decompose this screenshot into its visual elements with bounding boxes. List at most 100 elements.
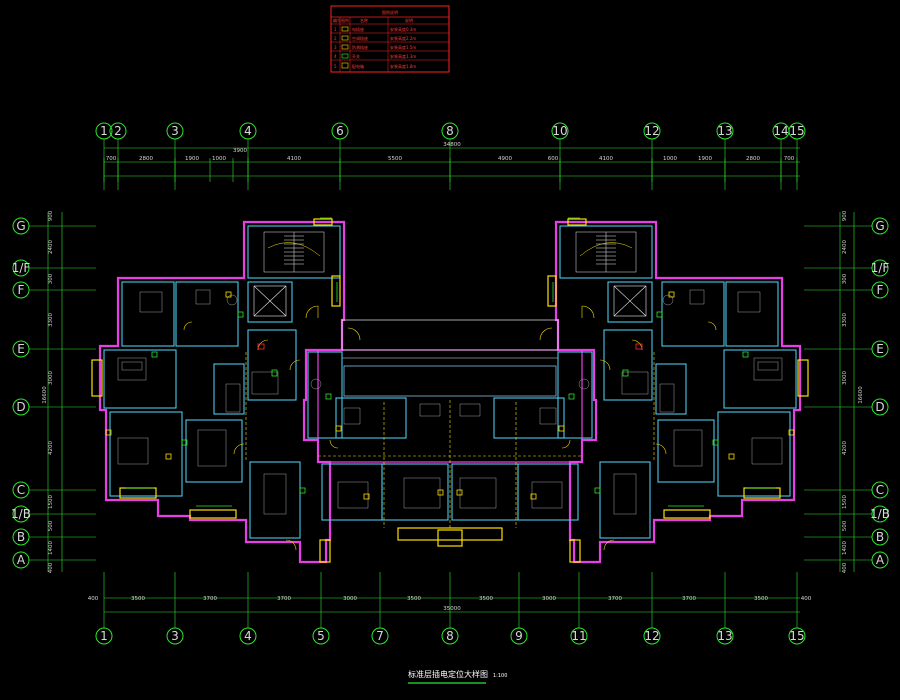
dimension-label: 4200 <box>842 441 848 455</box>
axis-bubble-left: G <box>12 217 30 235</box>
dimension-label: 3000 <box>48 371 54 385</box>
svg-text:3: 3 <box>171 629 179 643</box>
drawing-scale: 1:100 <box>493 673 507 679</box>
outer-wall-right <box>554 220 802 564</box>
svg-text:安装高度2.2m: 安装高度2.2m <box>390 35 416 41</box>
dimension-label: 5500 <box>388 156 402 162</box>
svg-text:A: A <box>876 553 885 567</box>
left-total-dimension: 16600 <box>42 386 48 404</box>
svg-text:4: 4 <box>244 124 252 138</box>
dimension-label: 1900 <box>698 156 712 162</box>
dimension-label: 900 <box>48 210 54 221</box>
svg-text:E: E <box>876 342 884 356</box>
right-dimension-lines <box>839 212 855 572</box>
dimension-label: 3300 <box>842 313 848 327</box>
axis-bubble-top: 4 <box>239 122 257 140</box>
top-dimension-lines <box>104 147 800 177</box>
top-mid-dimension: 3900 <box>233 148 247 154</box>
svg-text:7: 7 <box>376 629 384 643</box>
dimension-label: 4100 <box>599 156 613 162</box>
svg-text:5: 5 <box>334 64 337 69</box>
dimension-label: 1000 <box>212 156 226 162</box>
svg-text:1/F: 1/F <box>871 261 890 275</box>
dimension-label: 1400 <box>48 541 54 555</box>
axis-bubble-left: D <box>12 398 30 416</box>
inner-walls-right <box>451 225 797 539</box>
axis-bubble-left: 1/F <box>12 259 30 277</box>
svg-text:F: F <box>877 283 884 297</box>
svg-text:13: 13 <box>717 124 732 138</box>
svg-text:G: G <box>875 219 884 233</box>
dimension-label: 3300 <box>48 313 54 327</box>
svg-text:15: 15 <box>789 124 804 138</box>
legend-header-no: 编号 <box>333 17 341 23</box>
dimension-label: 3000 <box>343 596 357 602</box>
svg-text:B: B <box>17 530 25 544</box>
dimension-label: 3700 <box>203 596 217 602</box>
axis-bubble-left: E <box>12 340 30 358</box>
dimension-label: 3700 <box>277 596 291 602</box>
elevator-right <box>613 285 647 317</box>
svg-text:8: 8 <box>446 124 454 138</box>
bottom-dimension-lines <box>104 597 800 613</box>
dimension-label: 4900 <box>498 156 512 162</box>
svg-text:3: 3 <box>334 45 337 50</box>
axis-bubble-top: 13 <box>716 122 734 140</box>
svg-text:D: D <box>875 400 884 414</box>
svg-text:电插座: 电插座 <box>352 26 364 32</box>
floor-plan <box>91 217 809 564</box>
elevator-left <box>253 285 287 317</box>
svg-text:14: 14 <box>773 124 788 138</box>
axis-bubble-right: C <box>871 481 889 499</box>
svg-text:6: 6 <box>336 124 344 138</box>
electrical-symbols <box>105 291 795 500</box>
axis-bubble-left: A <box>12 551 30 569</box>
svg-text:B: B <box>876 530 884 544</box>
axis-bubble-right: B <box>871 528 889 546</box>
stair-right <box>575 231 637 273</box>
svg-text:2: 2 <box>114 124 122 138</box>
axis-bubble-top: 10 <box>551 122 569 140</box>
svg-text:12: 12 <box>644 124 659 138</box>
svg-text:11: 11 <box>571 629 586 643</box>
axis-bubble-right: G <box>871 217 889 235</box>
axis-bubble-bottom: 13 <box>716 627 734 645</box>
dimension-label: 3500 <box>479 596 493 602</box>
axis-bubble-bottom: 8 <box>441 627 459 645</box>
dimension-label: 4200 <box>48 441 54 455</box>
axis-bubble-top: 6 <box>331 122 349 140</box>
svg-text:防溅插座: 防溅插座 <box>352 44 368 50</box>
dimension-label: 2800 <box>139 156 153 162</box>
axis-bubble-bottom: 11 <box>570 627 588 645</box>
legend-header-symbol: 图例 <box>341 17 349 23</box>
axis-bubble-right: E <box>871 340 889 358</box>
dimension-label: 3700 <box>682 596 696 602</box>
axis-bubble-bottom: 3 <box>166 627 184 645</box>
axis-bubble-bottom: 4 <box>239 627 257 645</box>
axis-bubble-left: F <box>12 281 30 299</box>
svg-text:5: 5 <box>317 629 325 643</box>
axis-bubble-bottom: 12 <box>643 627 661 645</box>
inner-walls-left <box>103 225 449 539</box>
dimension-label: 3500 <box>407 596 421 602</box>
right-total-dimension: 16600 <box>858 386 864 404</box>
dimension-label: 400 <box>842 562 848 573</box>
svg-text:F: F <box>18 283 25 297</box>
axis-bubble-left: B <box>12 528 30 546</box>
svg-text:G: G <box>16 219 25 233</box>
axis-bubble-right: 1/B <box>870 505 890 523</box>
axis-bubble-right: D <box>871 398 889 416</box>
dimension-label: 300 <box>48 273 54 284</box>
svg-text:9: 9 <box>515 629 523 643</box>
legend-row: 4 开关 安装高度1.3m <box>334 53 416 59</box>
legend-table: 图例说明 编号 图例 名称 说明 1 电插座 安装高度0.3m 2 空调插座 安… <box>330 5 450 73</box>
dimension-label: 900 <box>842 210 848 221</box>
drawing-title-block: 标准层插电定位大样图 1:100 <box>408 669 507 684</box>
svg-text:15: 15 <box>789 629 804 643</box>
dimension-label: 3500 <box>131 596 145 602</box>
axis-bubble-left: 1/B <box>11 505 31 523</box>
